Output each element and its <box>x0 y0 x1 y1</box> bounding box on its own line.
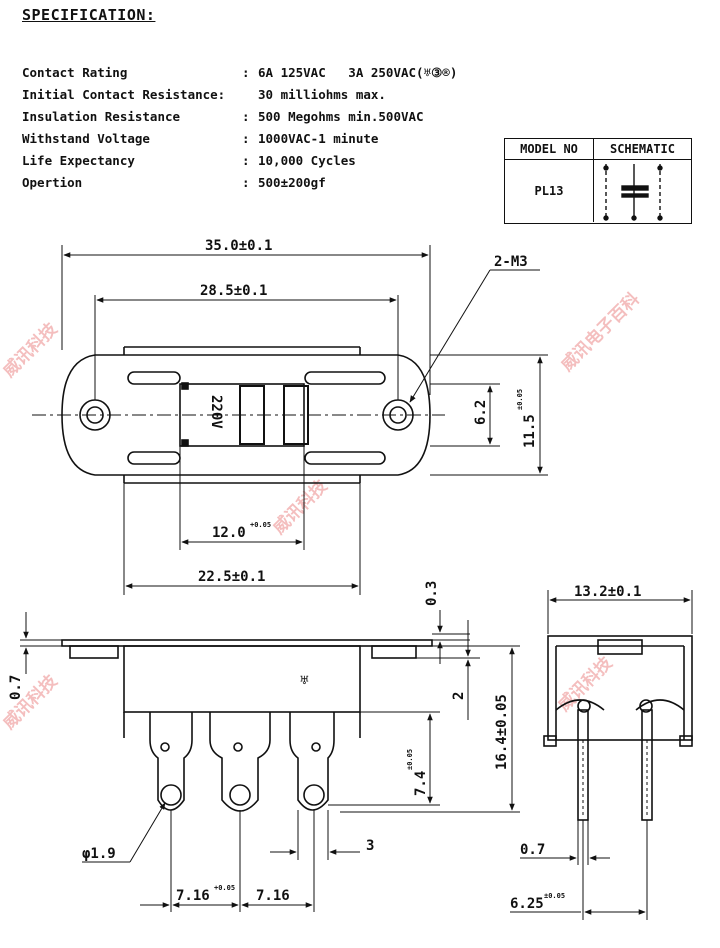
model-number: PL13 <box>505 160 594 222</box>
dim-pitch-2: 7.16 <box>256 888 290 904</box>
model-header: MODEL NO <box>505 139 594 159</box>
ul-mark: ♅ <box>300 673 309 689</box>
schematic-header: SCHEMATIC <box>609 142 676 156</box>
spec-label: Life Expectancy <box>22 153 135 168</box>
dim-plate-thickness-left: 0.7 <box>8 675 24 700</box>
spec-separator: : <box>242 131 250 146</box>
spec-separator: : <box>242 109 250 124</box>
spec-label: Opertion <box>22 175 83 190</box>
spec-separator: : <box>242 65 250 80</box>
spec-row: Opertion : 500±200gf <box>22 172 457 194</box>
watermark-text: 威讯电子百科 <box>557 289 644 376</box>
spec-value: 1000VAC-1 minute <box>258 131 379 146</box>
watermark-text: 威讯科技 <box>269 475 333 539</box>
dim-screw: 2-M3 <box>494 254 528 270</box>
spec-value: 500 Megohms min.500VAC <box>258 109 424 124</box>
dim-pin-spacing-tol: ±0.05 <box>544 892 565 900</box>
spec-row: Life Expectancy : 10,000 Cycles <box>22 150 457 172</box>
front-view <box>20 610 520 912</box>
spec-separator: : <box>242 175 250 190</box>
dim-body-offset: 2 <box>451 692 467 700</box>
spec-row: Initial Contact Resistance: 30 milliohms… <box>22 84 457 106</box>
dim-terminal-width: 3 <box>366 838 374 854</box>
dim-flange-height-tol: ±0.05 <box>516 389 524 410</box>
spec-value: 30 milliohms max. <box>258 87 386 102</box>
spec-table: Contact Rating : 6A 125VAC 3A 250VAC(♅③®… <box>22 62 457 194</box>
watermark-text: 威讯科技 <box>554 652 618 716</box>
dim-overall-width: 35.0±0.1 <box>205 238 272 254</box>
spec-row: Insulation Resistance : 500 Megohms min.… <box>22 106 457 128</box>
spec-separator: : <box>242 153 250 168</box>
schematic-symbol <box>594 160 691 222</box>
dim-plate-thickness-top: 0.3 <box>424 581 440 606</box>
dim-pitch-1: 7.16 <box>176 888 210 904</box>
dim-slot-width-tol: +0.05 <box>250 521 271 529</box>
top-view <box>32 245 548 595</box>
dim-pin-spacing: 6.25 <box>510 896 544 912</box>
dim-slot-width: 12.0 <box>212 525 246 541</box>
spec-label: Initial Contact Resistance: <box>22 87 226 102</box>
dim-hole-spacing: 28.5±0.1 <box>200 283 267 299</box>
dim-pitch-1-tol: +0.05 <box>214 884 235 892</box>
dim-body-width: 22.5±0.1 <box>198 569 265 585</box>
model-table: MODEL NO SCHEMATIC PL13 <box>504 138 692 224</box>
spec-label: Withstand Voltage <box>22 131 150 146</box>
dim-hole-dia: φ1.9 <box>82 846 116 862</box>
spec-label: Contact Rating <box>22 65 128 80</box>
spec-value: 500±200gf <box>258 175 326 190</box>
spec-row: Withstand Voltage : 1000VAC-1 minute <box>22 128 457 150</box>
dim-total-height: 16.4±0.05 <box>494 694 510 770</box>
spec-value: 10,000 Cycles <box>258 153 356 168</box>
dim-side-width: 13.2±0.1 <box>574 584 641 600</box>
dim-terminal-height: 7.4 <box>413 771 429 796</box>
spec-title: SPECIFICATION: <box>22 6 156 24</box>
spec-value: 6A 125VAC 3A 250VAC(♅③®) <box>258 65 458 80</box>
dim-terminal-height-tol: ±0.05 <box>406 749 414 770</box>
side-view <box>510 590 693 920</box>
dim-hole-height: 6.2 <box>473 400 489 425</box>
spec-row: Contact Rating : 6A 125VAC 3A 250VAC(♅③®… <box>22 62 457 84</box>
dim-pin-thickness: 0.7 <box>520 842 545 858</box>
watermark-text: 威讯科技 <box>0 318 62 382</box>
dim-flange-height: 11.5 <box>522 414 538 448</box>
spec-label: Insulation Resistance <box>22 109 181 124</box>
voltage-label: 220V <box>208 395 224 429</box>
